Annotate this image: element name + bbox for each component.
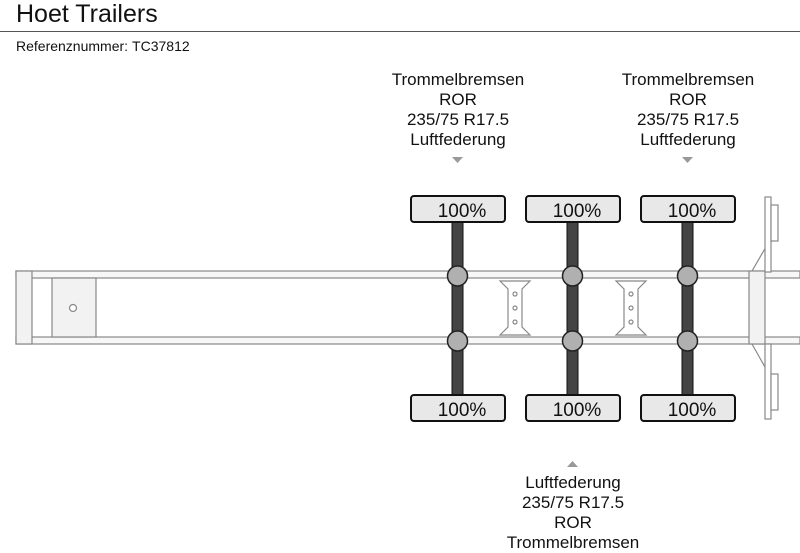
wheel-hub <box>446 330 469 352</box>
axles: 100% 100% 100% 100% 100% 100% <box>410 195 736 422</box>
wheel-hub <box>446 265 469 287</box>
axle-bar <box>566 217 579 399</box>
tire-size-label: 235/75 R17.5 <box>406 110 510 129</box>
load-box-top <box>410 195 506 223</box>
rear-light-bar-bottom <box>764 343 772 420</box>
load-box-bottom <box>525 394 621 422</box>
wheel-hub <box>676 265 699 287</box>
tire-size-label: 235/75 R17.5 <box>636 110 740 129</box>
load-box-bottom <box>640 394 736 422</box>
wheel-hub <box>676 330 699 352</box>
axle-spec-top-right: Trommelbremsen ROR 235/75 R17.5 Luftfede… <box>578 70 798 150</box>
header-divider <box>0 31 800 32</box>
load-box-top <box>525 195 621 223</box>
pointer-down-icon <box>682 157 693 163</box>
cross-member-2 <box>614 280 648 336</box>
load-value-top: 100% <box>668 201 717 222</box>
load-value-bottom: 100% <box>553 400 602 421</box>
rear-beam <box>748 270 766 345</box>
cross-member-1 <box>498 280 532 336</box>
reference-label: Referenznummer: <box>16 38 129 54</box>
load-value-bottom: 100% <box>438 400 487 421</box>
suspension-label: Luftfederung <box>410 130 506 149</box>
cross-member-hole <box>628 305 634 311</box>
pointer-up-icon <box>567 461 578 467</box>
axle-2: 100% 100% <box>525 195 621 422</box>
kingpin <box>68 303 78 313</box>
axle-spec-top-left: Trommelbremsen ROR 235/75 R17.5 Luftfede… <box>348 70 568 150</box>
trailer-chassis <box>15 196 800 420</box>
axle-type-label: ROR <box>554 513 592 532</box>
suspension-label: Luftfederung <box>525 473 621 492</box>
cross-member-hole <box>628 319 634 325</box>
cross-member-hole <box>512 291 518 297</box>
load-value-top: 100% <box>553 201 602 222</box>
cross-member-hole <box>628 291 634 297</box>
suspension-label: Luftfederung <box>640 130 736 149</box>
axle-1: 100% 100% <box>410 195 506 422</box>
axle-bar <box>451 217 464 399</box>
axle-spec-bottom-middle: Luftfederung 235/75 R17.5 ROR Trommelbre… <box>463 473 683 553</box>
load-box-bottom <box>410 394 506 422</box>
front-beam <box>15 270 33 345</box>
axle-type-label: ROR <box>439 90 477 109</box>
reference-number: Referenznummer:TC37812 <box>16 38 190 54</box>
rear-light-bottom <box>770 373 779 411</box>
cross-member-hole <box>512 305 518 311</box>
reference-value: TC37812 <box>132 38 190 54</box>
axle-bar <box>681 217 694 399</box>
rear-light-top <box>770 204 779 242</box>
page-title: Hoet Trailers <box>16 0 158 28</box>
load-box-top <box>640 195 736 223</box>
brakes-label: Trommelbremsen <box>621 70 755 89</box>
rear-light-bar-top <box>764 196 772 273</box>
pointer-down-icon <box>452 157 463 163</box>
axle-3: 100% 100% <box>640 195 736 422</box>
tire-size-label: 235/75 R17.5 <box>521 493 625 512</box>
brakes-label: Trommelbremsen <box>506 533 640 552</box>
axle-type-label: ROR <box>669 90 707 109</box>
cross-member-hole <box>512 319 518 325</box>
load-value-bottom: 100% <box>668 400 717 421</box>
load-value-top: 100% <box>438 201 487 222</box>
brakes-label: Trommelbremsen <box>391 70 525 89</box>
wheel-hub <box>561 330 584 352</box>
wheel-hub <box>561 265 584 287</box>
